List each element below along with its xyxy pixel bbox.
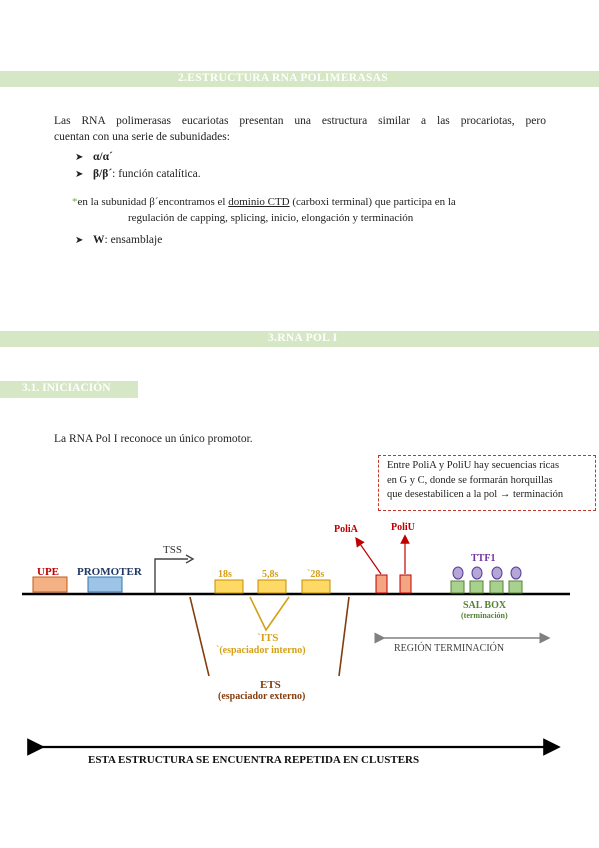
tss-arrow-icon — [154, 558, 188, 593]
salbox-sublabel: (terminación) — [461, 611, 508, 620]
section-title: 2.ESTRUCTURA RNA POLIMERASAS — [178, 72, 389, 84]
bullet-omega: ➤ W: ensamblaje — [75, 234, 162, 246]
18s-box — [214, 579, 244, 594]
ttf1-label: TTF1 — [471, 553, 495, 564]
intro-line-1: Las RNA polimerasas eucariotas presentan… — [54, 115, 546, 127]
bullet-alpha-text: α/α´ — [93, 151, 113, 163]
its-sublabel: `(espaciador interno) — [216, 645, 306, 656]
note-box-line-1: Entre PoliA y PoliU hay secuencias ricas — [387, 460, 560, 471]
bullet-beta: ➤ β/β´: función catalítica. — [75, 168, 201, 180]
intro-line-2: cuentan con una serie de subunidades: — [54, 131, 230, 143]
termination-note-box: Entre PoliA y PoliU hay secuencias ricas… — [378, 455, 596, 511]
upe-label: UPE — [37, 566, 59, 578]
salbox-boxes — [450, 580, 523, 594]
note-post: (carboxi terminal) que participa en la — [289, 196, 456, 208]
28s-label: `28s — [307, 569, 324, 580]
tss-label: TSS — [163, 544, 182, 556]
section-header-band: 2.ESTRUCTURA RNA POLIMERASAS — [0, 71, 599, 87]
note-star: * — [72, 196, 78, 208]
polia-arrow-icon — [355, 537, 382, 575]
bullet-beta-text: : función catalítica. — [112, 168, 201, 180]
58s-box — [257, 579, 287, 594]
bullet-omega-text: : ensamblaje — [104, 234, 163, 246]
salbox-label: SAL BOX — [463, 600, 507, 611]
section-header-band: 3.RNA POL I — [0, 331, 599, 347]
subsection-title: 3.1. INICIACIÓN — [22, 382, 111, 394]
termination-note: Entre PoliA y PoliU hay secuencias ricas… — [387, 459, 592, 503]
note-box-line-2: en G y C, donde se formarán horquillas — [387, 474, 553, 486]
arrow-bullet-icon: ➤ — [75, 152, 84, 163]
arrow-bullet-icon: ➤ — [75, 235, 84, 246]
cluster-label: ESTA ESTRUCTURA SE ENCUENTRA REPETIDA EN… — [88, 754, 419, 766]
58s-label: 5,8s — [262, 569, 279, 580]
poliu-label: PoliU — [391, 522, 415, 533]
18s-label: 18s — [218, 569, 232, 580]
ets-label: ETS — [260, 679, 281, 691]
promoter-box — [87, 576, 123, 593]
poliu-box — [399, 574, 412, 594]
note-box-line-3: que desestabilicen a la pol → terminació… — [387, 489, 564, 500]
pol-intro: La RNA Pol I reconoce un único promotor. — [54, 433, 253, 445]
bullet-omega-bold: W — [93, 234, 105, 246]
region-label: REGIÓN TERMINACIÓN — [394, 642, 504, 654]
polia-label: PoliA — [334, 524, 359, 535]
note-pre: en la subunidad β´encontramos el — [77, 196, 229, 208]
section-title: 3.RNA POL I — [268, 332, 338, 344]
its-label: `ITS — [257, 632, 278, 644]
ets-sublabel: (espaciador externo) — [218, 691, 305, 702]
ttf1-proteins — [452, 566, 522, 580]
bullet-beta-bold: β/β´ — [93, 168, 113, 180]
intro-paragraph: Las RNA polimerasas eucariotas presentan… — [54, 113, 546, 145]
polia-box — [375, 574, 388, 594]
ets-line-right — [338, 596, 350, 677]
promoter-label: PROMOTER — [77, 566, 143, 578]
subsection-header-band: 3.1. INICIACIÓN — [0, 381, 138, 398]
upe-box — [32, 576, 68, 593]
note-line-2: regulación de capping, splicing, inicio,… — [128, 212, 414, 224]
arrow-bullet-icon: ➤ — [75, 169, 84, 180]
ctd-note: *en la subunidad β´encontramos el domini… — [72, 194, 552, 226]
28s-box — [301, 579, 331, 594]
bullet-alpha: ➤ α/α´ — [75, 151, 113, 163]
ets-line-left — [189, 596, 210, 677]
its-bracket — [249, 596, 290, 632]
note-link: dominio CTD — [228, 196, 290, 208]
